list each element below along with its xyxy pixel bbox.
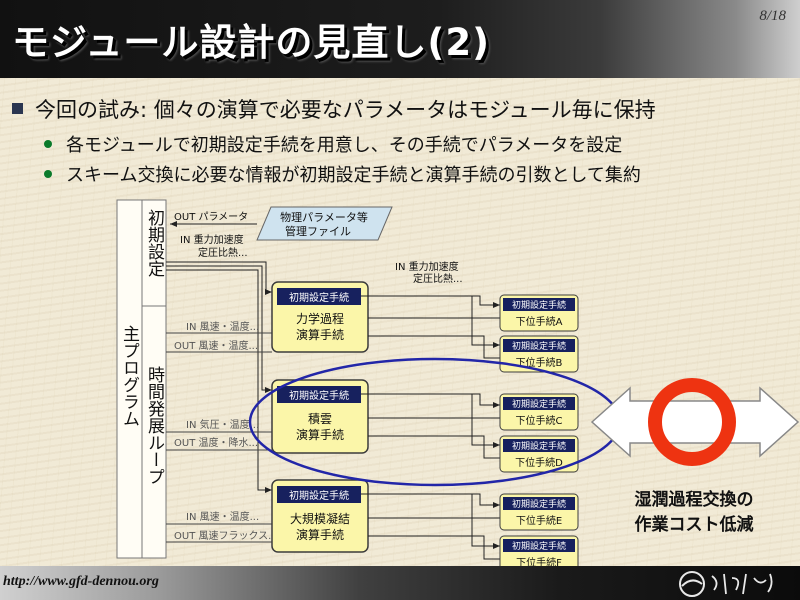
arrow-init-3 xyxy=(166,269,272,493)
sub-proc-e: 初期設定手続 下位手続E xyxy=(499,493,579,531)
io-label-3: IN 気圧・温度... xyxy=(186,418,259,431)
init-label: 初期設定 xyxy=(144,209,165,277)
sub-f-label: 下位手続F xyxy=(516,556,562,569)
page-number: 8/18 xyxy=(759,8,786,24)
footer-bar xyxy=(0,566,800,600)
sub-b-label: 下位手続B xyxy=(516,356,563,369)
out-param-label: OUT パラメータ xyxy=(174,211,248,223)
module-condensation-line1: 大規模凝結 xyxy=(290,511,350,526)
loop-box xyxy=(141,305,167,559)
square-bullet-icon xyxy=(12,103,23,114)
sub-d-label: 下位手続D xyxy=(515,456,563,469)
dot-bullet-icon xyxy=(44,170,52,178)
init-box xyxy=(141,199,167,307)
module-dynamics-line2: 演算手続 xyxy=(296,327,344,342)
io-label-5: IN 風速・温度... xyxy=(186,510,259,523)
sub-proc-c: 初期設定手続 下位手続C xyxy=(499,393,579,431)
sub-c-label: 下位手続C xyxy=(516,414,563,427)
pressure-left: 定圧比熱... xyxy=(198,246,248,259)
param-file-line2: 管理ファイル xyxy=(285,224,351,238)
double-arrow-shape xyxy=(590,386,800,458)
link-sub-b xyxy=(368,335,500,359)
sub-proc-a: 初期設定手続 下位手続A xyxy=(499,294,579,332)
module-cumulus-header xyxy=(277,386,361,403)
in-gravity-left: IN 重力加速度 xyxy=(180,233,244,246)
module-cumulus-line2: 演算手続 xyxy=(296,427,344,442)
annotation-line2: 作業コスト低減 xyxy=(635,514,754,535)
io-label-4: OUT 温度・降水... xyxy=(174,436,258,449)
io-label-2: OUT 風速・温度... xyxy=(174,339,258,352)
io-label-1: IN 風速・温度... xyxy=(186,320,259,333)
sub-a-init: 初期設定手続 xyxy=(512,299,566,311)
sub-proc-d: 初期設定手続 下位手続D xyxy=(499,435,579,473)
param-file-shape xyxy=(256,206,393,241)
loop-label: 時間発展ループ xyxy=(144,366,165,485)
module-cumulus-line1: 積雲 xyxy=(308,411,332,426)
in-gravity-right: IN 重力加速度 xyxy=(395,260,459,273)
dot-bullet-icon xyxy=(44,140,52,148)
module-cumulus-init: 初期設定手続 xyxy=(289,389,349,402)
arrow-sub-d-init xyxy=(361,393,500,448)
arrow-sub-c-init xyxy=(361,393,500,408)
bullet-sub-2: スキーム交換に必要な情報が初期設定手続と演算手続の引数として集約 xyxy=(44,161,641,187)
main-program-label: 主プログラム xyxy=(119,325,140,427)
title-bar xyxy=(0,0,800,78)
sub-a-label: 下位手続A xyxy=(516,315,563,328)
arrow-sub-e-init xyxy=(361,493,500,508)
ring-icon xyxy=(648,378,736,466)
bullet-main: 今回の試み: 個々の演算で必要なパラメータはモジュール毎に保持 xyxy=(12,94,656,124)
sub-e-label: 下位手続E xyxy=(516,514,562,527)
arrow-sub-b-init xyxy=(361,295,500,348)
slide-title: モジュール設計の見直し(2) xyxy=(12,21,490,64)
arrow-sub-a-init xyxy=(361,295,500,308)
sub-b-init: 初期設定手続 xyxy=(512,340,566,352)
bullet-sub-2-text: スキーム交換に必要な情報が初期設定手続と演算手続の引数として集約 xyxy=(66,165,641,186)
module-dynamics-init: 初期設定手続 xyxy=(289,291,349,304)
dennou-logo-icon xyxy=(679,571,773,597)
module-dynamics-line1: 力学過程 xyxy=(296,311,344,326)
sub-d-init: 初期設定手続 xyxy=(512,440,566,452)
arrow-sub-f-init xyxy=(361,493,500,549)
pressure-right: 定圧比熱... xyxy=(413,272,463,285)
arrow-init-2 xyxy=(166,265,272,393)
sub-c-init: 初期設定手続 xyxy=(512,398,566,410)
module-condensation-init: 初期設定手続 xyxy=(289,489,349,502)
annotation-line1: 湿潤過程交換の xyxy=(635,489,754,510)
sub-e-init: 初期設定手続 xyxy=(512,498,566,510)
io-label-6: OUT 風速フラックス... xyxy=(174,530,278,542)
bullet-main-text: 今回の試み: 個々の演算で必要なパラメータはモジュール毎に保持 xyxy=(35,98,656,122)
bullet-sub-1-text: 各モジュールで初期設定手続を用意し、その手続でパラメータを設定 xyxy=(66,135,623,156)
sub-f-init: 初期設定手続 xyxy=(512,540,566,552)
sub-proc-f: 初期設定手続 下位手続F xyxy=(499,535,579,573)
sub-proc-b: 初期設定手続 下位手続B xyxy=(499,335,579,373)
module-dynamics-header xyxy=(277,288,361,305)
footer-url[interactable]: http://www.gfd-dennou.org xyxy=(3,574,159,589)
module-condensation-header xyxy=(277,486,361,503)
link-sub-d xyxy=(368,435,500,459)
param-file-line1: 物理パラメータ等 xyxy=(280,210,368,224)
bullet-sub-1: 各モジュールで初期設定手続を用意し、その手続でパラメータを設定 xyxy=(44,131,622,157)
arrow-init-1 xyxy=(166,261,272,295)
link-sub-f xyxy=(368,535,500,560)
module-condensation-line2: 演算手続 xyxy=(296,527,344,542)
